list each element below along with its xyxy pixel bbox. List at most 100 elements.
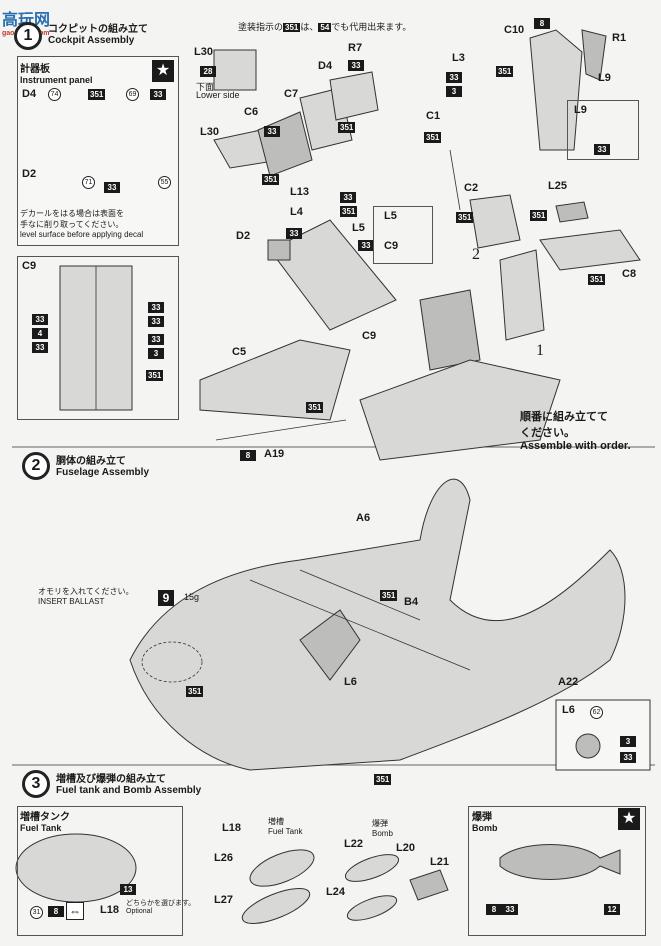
step-3-number: 3 [22,770,50,798]
step-1-number: 1 [14,22,42,50]
l9-detail-box [567,100,639,160]
c5-part [199,339,351,421]
r1-armor [581,29,607,81]
label-l25: L25 [548,180,567,192]
l22-part [344,854,400,882]
ballast-note: オモリを入れてください。 INSERT BALLAST [38,587,134,606]
fuselage-a22 [129,478,626,771]
paint-13: 13 [120,884,136,895]
c2-seat [469,194,521,249]
paint-3: 3 [446,86,462,97]
label-r7: R7 [348,42,363,54]
paint-33: 33 [348,60,364,71]
label-l26: L26 [214,852,233,864]
paint-33: 33 [620,752,636,763]
bomb-small-label: 爆弾 Bomb [372,819,393,838]
paint-33: 33 [340,192,356,203]
label-l21: L21 [430,856,449,868]
label-d2: D2 [236,230,251,242]
label-l30: L30 [194,46,213,58]
paint-33: 33 [286,228,302,239]
paint-4: 4 [32,328,48,339]
l30-part [213,49,257,91]
label-c5: C5 [232,346,247,358]
paint-351: 351 [262,174,280,185]
decal-71: 71 [82,176,95,189]
fuel-tank-l26 [249,849,315,887]
c9-panel-box [17,256,179,420]
paint-33: 33 [32,342,48,353]
label-l30: L30 [200,126,219,138]
l25-part [555,201,589,223]
paint-8: 8 [48,906,64,917]
fuel-tank-title: 増槽タンク Fuel Tank [20,812,70,833]
label-l5: L5 [384,210,397,222]
bomb-box [468,806,646,936]
sequence-1: 1 [536,342,544,359]
label-d4: D4 [318,60,333,72]
paint-3: 3 [620,736,636,747]
label-l9: L9 [598,72,611,84]
c10-seat-back [529,29,583,151]
seat-frame [499,249,545,341]
label-l3: L3 [452,52,465,64]
cockpit-block [419,289,481,371]
star-icon: ★ [152,60,174,82]
label-r1: R1 [612,32,627,44]
label-l5: L5 [352,222,365,234]
label-c9: C9 [22,260,37,272]
c8-part [539,229,641,271]
label-c1: C1 [426,110,441,122]
bomb-shape [499,844,621,880]
label-l20: L20 [396,842,415,854]
l20-part [409,869,449,901]
paint-351: 351 [186,686,204,697]
label-c10: C10 [504,24,525,36]
c6-part [257,111,313,177]
label-c7: C7 [284,88,299,100]
paint-33: 33 [148,316,164,327]
fuel-tank-small-label: 増槽 Fuel Tank [268,817,303,836]
sequence-2: 2 [472,246,480,263]
paint-33: 33 [594,144,610,155]
c9-floor [269,219,397,331]
paint-28: 28 [200,66,216,77]
decal-31: 31 [30,906,43,919]
paint-351: 351 [340,206,358,217]
paint-33: 33 [148,334,164,345]
lower-side-jp: 下面 [196,82,215,92]
label-c2: C2 [464,182,479,194]
ballast-number: 9 [158,590,174,606]
label-c6: C6 [244,106,259,118]
paint-351: 351 [146,370,164,381]
bomb-title: 爆弾 Bomb [472,812,498,833]
paint-8: 8 [486,904,502,915]
fuel-tank-l27 [241,888,311,924]
label-b4: B4 [404,596,419,608]
decal-69: 69 [126,88,139,101]
paint-351: 351 [424,132,442,143]
paint-351: 351 [496,66,514,77]
label-l4: L4 [290,206,303,218]
l5-detail-box [373,206,433,264]
label-l27: L27 [214,894,233,906]
step-3-title: 増槽及び爆弾の組み立て Fuel tank and Bomb Assembly [56,774,202,796]
paint-33: 33 [104,182,120,193]
paint-8: 8 [240,450,256,461]
decal-62: 62 [590,706,603,719]
label-l24: L24 [326,886,345,898]
d2-part [267,239,291,261]
paint-33: 33 [358,240,374,251]
paint-351: 351 [456,212,474,223]
cockpit-in-fuselage [299,609,361,681]
decal-note: デカールをはる場合は表面を 手なに削り取ってください。 level surfac… [20,209,144,239]
label-d4: D4 [22,88,37,100]
star-icon: ★ [618,808,640,830]
paint-8: 8 [534,18,550,29]
paint-351: 351 [306,402,324,413]
label-a6: A6 [356,512,371,524]
step-2-title: 胴体の組み立て Fuselage Assembly [56,456,150,478]
step-1-title: コクピットの組み立て Cockpit Assembly [48,24,148,46]
paint-33: 33 [502,904,518,915]
